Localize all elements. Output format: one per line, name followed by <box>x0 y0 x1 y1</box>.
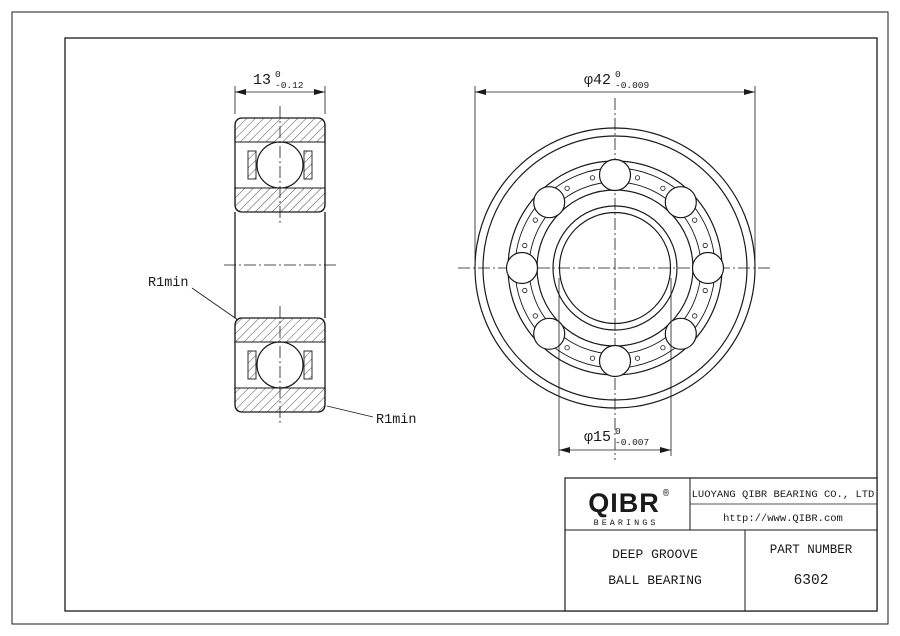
section-view: 13 0 -0.12 R1min R1min <box>148 69 417 428</box>
width-dimension <box>234 86 326 114</box>
company-name: LUOYANG QIBR BEARING CO., LTD <box>692 489 875 501</box>
part-number-value: 6302 <box>794 573 829 589</box>
cage-section-bottom-right <box>303 350 313 380</box>
arrowhead-right <box>660 447 671 453</box>
title-block-border <box>564 477 878 612</box>
section-centerlines <box>224 106 336 424</box>
inner-frame <box>64 37 878 612</box>
outer-diameter-dimension <box>474 86 756 260</box>
bore-dia-dim-text: φ15 <box>584 429 611 446</box>
product-name-line2: BALL BEARING <box>608 573 702 588</box>
r1min-label-left: R1min <box>148 276 189 291</box>
r1min-label-right: R1min <box>376 413 417 428</box>
arrowhead-right <box>744 89 755 95</box>
width-dim-lower-tol: -0.12 <box>275 80 304 91</box>
outer-frame <box>11 11 889 625</box>
front-view: φ42 0 -0.009 φ15 0 -0.007 <box>458 69 772 460</box>
bore-dia-upper-tol: 0 <box>615 426 621 437</box>
part-number-label: PART NUMBER <box>770 543 853 557</box>
bore-chamfer-circle <box>552 205 678 331</box>
title-block: QIBR ® BEARINGS LUOYANG QIBR BEARING CO.… <box>564 477 878 612</box>
outer-dia-upper-tol: 0 <box>615 69 621 80</box>
registered-mark-icon: ® <box>663 488 669 500</box>
bore-circle <box>558 211 672 325</box>
r1min-leader-left <box>191 287 239 321</box>
arrowhead-right <box>314 89 325 95</box>
company-website: http://www.QIBR.com <box>723 513 843 525</box>
outer-dia-lower-tol: -0.009 <box>615 80 650 91</box>
bore-dia-lower-tol: -0.007 <box>615 437 649 448</box>
cage-section-bottom-left <box>247 350 257 380</box>
arrowhead-left <box>559 447 570 453</box>
product-name-line1: DEEP GROOVE <box>612 547 698 562</box>
brand-logo-subtext: BEARINGS <box>594 518 659 528</box>
arrowhead-left <box>235 89 246 95</box>
outer-ring-section-bottom <box>234 387 326 413</box>
outer-dia-dim-text: φ42 <box>584 72 611 89</box>
brand-logo: QIBR <box>588 488 660 518</box>
cage-section-top-right <box>303 150 313 180</box>
front-centerlines <box>458 98 772 460</box>
cage-section-top-left <box>247 150 257 180</box>
bore-diameter-dimension <box>558 278 672 456</box>
outer-diameter-circle <box>474 127 756 409</box>
cage-rivets <box>522 175 708 361</box>
r1min-leader-right <box>326 405 374 418</box>
width-dim-upper-tol: 0 <box>275 69 281 80</box>
arrowhead-left <box>475 89 486 95</box>
inner-ring-section-top <box>234 187 326 213</box>
balls <box>505 158 725 378</box>
outer-chamfer-circle <box>482 135 748 401</box>
width-dim-text: 13 <box>253 72 271 89</box>
